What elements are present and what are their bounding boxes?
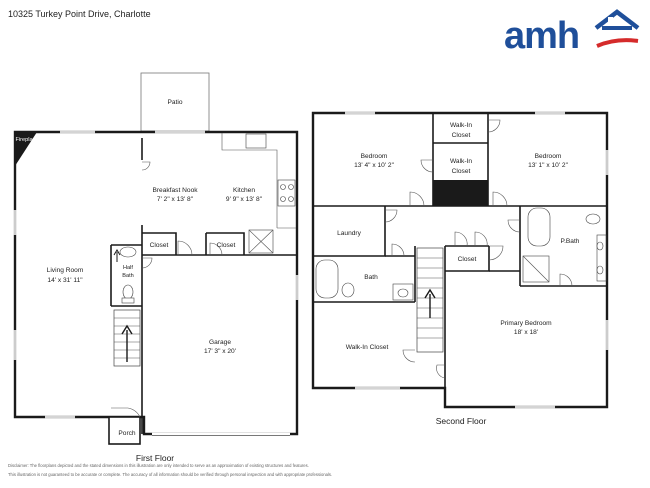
entry-arrow-icon <box>113 249 121 262</box>
wall <box>559 273 573 287</box>
wall <box>384 209 398 223</box>
wall <box>488 245 504 261</box>
wall <box>402 349 416 363</box>
label-pbath: P.Bath <box>561 238 580 245</box>
label-closet-b: Closet <box>217 242 236 249</box>
label-bath: Bath <box>364 274 378 281</box>
label-walkin-closet: Walk-In Closet <box>346 344 389 351</box>
wall <box>111 407 141 418</box>
label-laundry: Laundry <box>337 230 362 237</box>
property-address: 10325 Turkey Point Drive, Charlotte <box>8 9 151 19</box>
label-porch: Porch <box>118 430 136 437</box>
wall <box>141 257 153 269</box>
kitchen-range <box>277 179 296 207</box>
sink <box>596 265 604 275</box>
label-half-bath-2: Bath <box>122 273 134 279</box>
label-closet-a: Closet <box>150 242 169 249</box>
wall <box>420 159 434 173</box>
second-floor-stairs <box>416 247 444 353</box>
label-fireplace: Fireplace <box>15 137 38 143</box>
logo-text: amh <box>504 15 579 52</box>
dims-bedroom-2: 13' 1" x 10' 2" <box>528 162 568 169</box>
label-breakfast-nook: Breakfast Nook <box>152 187 198 194</box>
label-living-room: Living Room <box>47 267 84 274</box>
label-walkin-top-2: Closet <box>452 132 471 139</box>
burner <box>280 184 286 190</box>
first-floor-exterior-wall <box>13 130 299 436</box>
amh-logo: amh <box>504 9 640 52</box>
wall <box>177 240 193 256</box>
wall <box>454 231 468 247</box>
wall <box>487 119 501 133</box>
dims-breakfast-nook: 7' 2" x 13' 8" <box>157 196 194 203</box>
kitchen-sink <box>245 133 267 149</box>
wall <box>206 232 245 255</box>
label-walkin-mid-2: Closet <box>452 168 471 175</box>
disclaimer-line-1: Disclaimer: The floorplans depicted and … <box>8 463 309 468</box>
bath-toilet <box>341 282 355 298</box>
label-walkin-mid-1: Walk-In <box>450 158 472 165</box>
pbath-toilet <box>585 213 601 225</box>
burner <box>288 184 294 190</box>
label-half-bath-1: Half <box>123 265 133 271</box>
bath-tub <box>315 259 339 299</box>
disclaimer-line-2: This illustration is not guaranteed to b… <box>8 472 333 477</box>
label-bedroom-2: Bedroom <box>535 153 562 160</box>
burner <box>280 196 286 202</box>
label-walkin-top-1: Walk-In <box>450 122 472 129</box>
chase-block <box>433 180 488 206</box>
label-closet: Closet <box>458 256 477 263</box>
wall <box>507 219 521 233</box>
label-bedroom-1: Bedroom <box>361 153 388 160</box>
wall <box>221 133 278 228</box>
second-floor-exterior-wall <box>311 111 609 409</box>
dims-kitchen: 9' 9" x 13' 8" <box>226 196 263 203</box>
wall <box>436 364 446 379</box>
caption-first-floor: First Floor <box>136 453 174 463</box>
second-floor-plan: Bedroom 13' 4" x 10' 2" Walk-In Closet W… <box>311 111 609 426</box>
pbath-tub <box>527 207 551 247</box>
wall <box>522 255 550 283</box>
half-bath-toilet <box>122 284 134 300</box>
wall <box>209 242 223 256</box>
dims-garage: 17' 3" x 20' <box>204 348 236 355</box>
burner <box>288 196 294 202</box>
wall <box>391 243 405 257</box>
house-icon <box>594 9 640 48</box>
wall <box>248 229 274 254</box>
first-floor-plan: Patio Fireplace Breakfast Nook 7' 2" x 1… <box>13 72 299 463</box>
half-bath-sink <box>119 246 137 258</box>
porch-outline <box>108 416 141 445</box>
wall <box>141 161 151 171</box>
dims-living-room: 14' x 31' 11" <box>47 277 83 284</box>
label-patio: Patio <box>167 99 182 106</box>
label-primary-bedroom: Primary Bedroom <box>500 320 552 327</box>
first-floor-stairs <box>113 309 141 367</box>
caption-second-floor: Second Floor <box>436 416 487 426</box>
sink <box>397 288 409 298</box>
wall <box>142 232 177 255</box>
sink <box>596 241 604 251</box>
pbath-vanity <box>596 234 607 282</box>
dims-primary-bedroom: 18' x 18' <box>514 329 538 336</box>
wall <box>409 191 425 207</box>
toilet-tank <box>121 297 135 304</box>
fireplace-block <box>15 132 37 166</box>
wall <box>492 191 508 207</box>
label-garage: Garage <box>209 339 231 346</box>
dims-bedroom-1: 13' 4" x 10' 2" <box>354 162 394 169</box>
wall <box>474 231 488 247</box>
label-kitchen: Kitchen <box>233 187 255 194</box>
